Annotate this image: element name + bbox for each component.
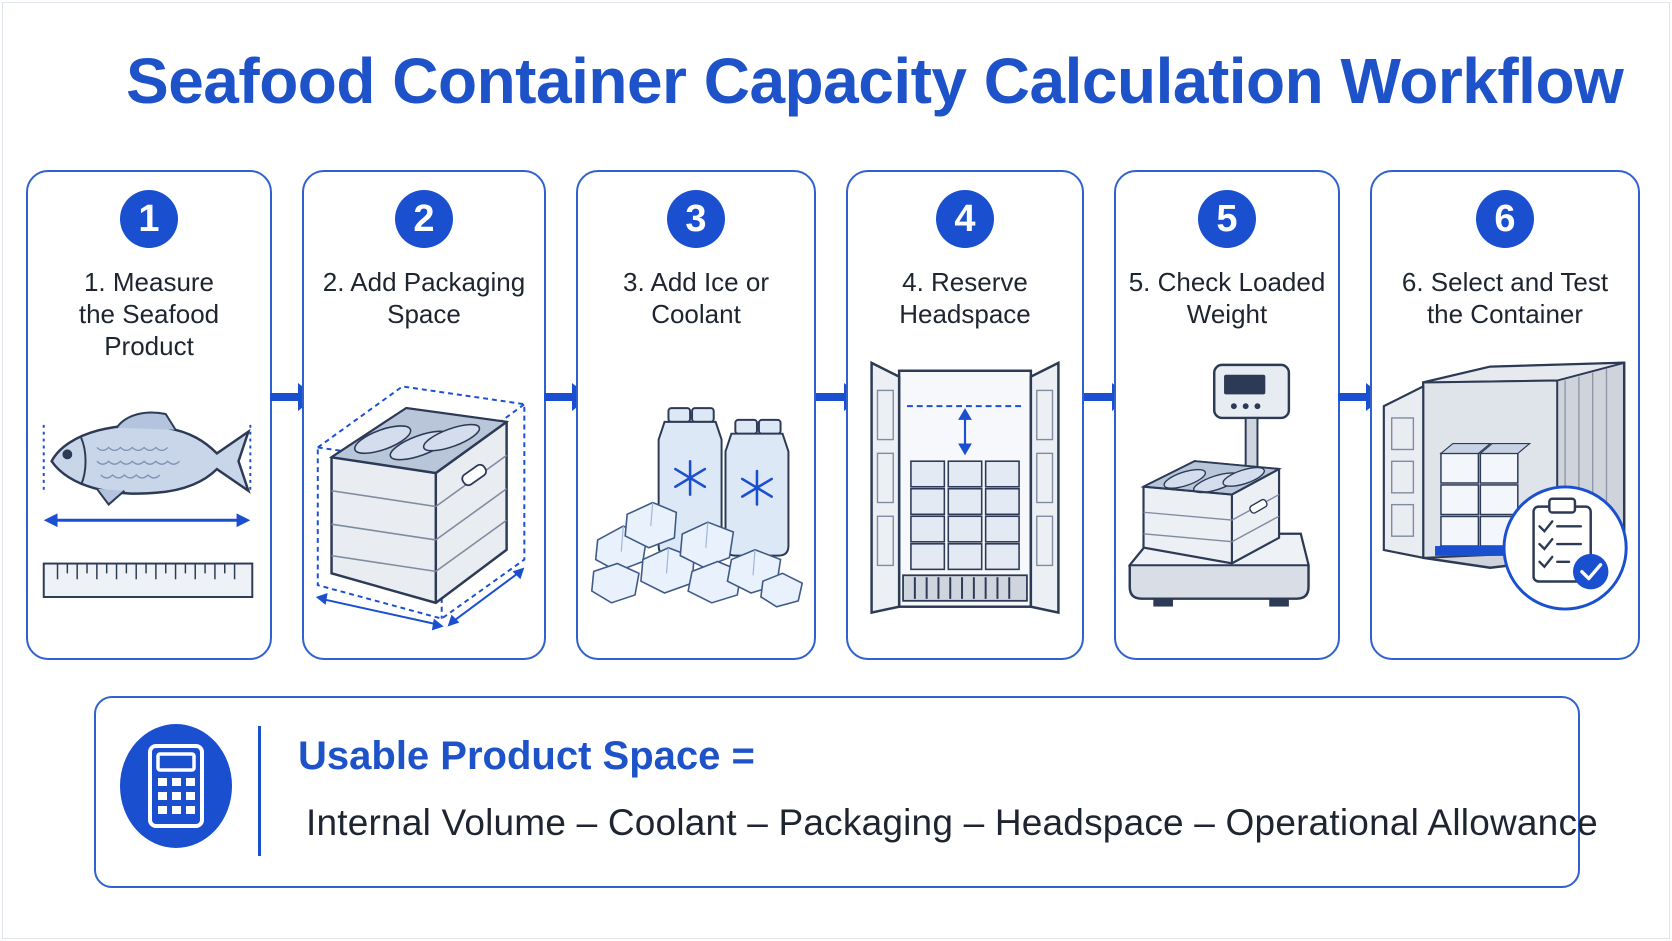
step-number-badge: 2	[395, 190, 453, 248]
step-card-4: 4 4. Reserve Headspace	[846, 170, 1084, 660]
step-number-badge: 5	[1198, 190, 1256, 248]
formula-divider	[258, 726, 261, 856]
step-label: 3. Add Ice or Coolant	[623, 267, 769, 329]
scale-icon	[1127, 363, 1310, 607]
step-number-badge: 6	[1476, 190, 1534, 248]
cabinet-icon	[870, 360, 1060, 615]
ice-pack-icon	[590, 407, 804, 608]
step-number-badge: 4	[936, 190, 994, 248]
fish-icon	[42, 411, 254, 598]
crate-icon	[315, 385, 526, 631]
step-card-6: 6 6. Select and Test the Container	[1370, 170, 1640, 660]
formula-heading: Usable Product Space =	[298, 734, 755, 778]
step-card-1: 1 1. Measure the Seafood Product	[26, 170, 272, 660]
checklist-icon	[1502, 485, 1628, 611]
step-label: 4. Reserve Headspace	[899, 267, 1031, 329]
shipping-container-icon	[1382, 361, 1628, 611]
step-card-3: 3 3. Add Ice or Coolant	[576, 170, 816, 660]
step-label: 5. Check Loaded Weight	[1128, 267, 1326, 329]
step-label: 6. Select and Test the Container	[1401, 267, 1609, 329]
step-number-badge: 1	[120, 190, 178, 248]
ruler-icon	[42, 562, 254, 598]
step-card-2: 2 2. Add Packaging Space	[302, 170, 546, 660]
calculator-icon	[120, 724, 232, 848]
step-label: 1. Measure the Seafood Product	[78, 267, 220, 361]
formula-expression: Internal Volume – Coolant – Packaging – …	[306, 802, 1598, 843]
step-label: 2. Add Packaging Space	[322, 267, 526, 329]
step-number-badge: 3	[667, 190, 725, 248]
page-title: Seafood Container Capacity Calculation W…	[126, 45, 1624, 117]
step-card-5: 5 5. Check Loaded Weight	[1114, 170, 1340, 660]
formula-panel: Usable Product Space = Internal Volume –…	[94, 696, 1598, 888]
